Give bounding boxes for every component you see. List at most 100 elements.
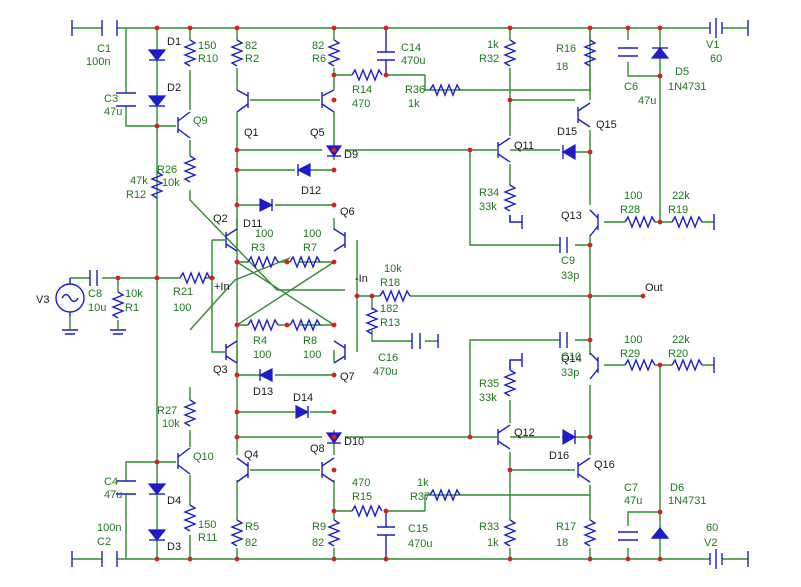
R20-symbol <box>671 358 703 372</box>
label-R15-value: 470 <box>352 477 370 489</box>
D11-symbol <box>259 198 274 212</box>
label-R34: R34 <box>479 187 499 199</box>
R13-symbol <box>365 307 379 335</box>
label-Q10: Q10 <box>193 451 214 463</box>
label-D15: D15 <box>557 126 577 138</box>
R21-symbol <box>179 271 211 285</box>
label-Q11: Q11 <box>514 140 534 152</box>
label-R15: R15 <box>352 491 372 503</box>
R32-symbol <box>503 39 517 67</box>
label-C6: C6 <box>624 81 638 93</box>
D4-symbol <box>147 483 167 495</box>
label-C14-value: 470u <box>401 55 425 67</box>
label-C15: C15 <box>408 523 428 535</box>
label-R36-value: 1k <box>408 98 420 110</box>
label-R10: R10 <box>198 53 218 65</box>
label-R19: R19 <box>668 204 688 216</box>
label-V2-value: 60 <box>706 522 718 534</box>
label-R27-value: 10k <box>162 418 180 430</box>
label-Q16: Q16 <box>594 459 615 471</box>
D6-symbol <box>650 527 670 539</box>
label-R20: R20 <box>668 348 688 360</box>
rail-ground-ticks <box>71 20 749 567</box>
label-R16-value: 18 <box>556 61 568 73</box>
R9-symbol <box>327 519 341 547</box>
label-C3-value: 47u <box>104 106 122 118</box>
label-R7-value: 100 <box>303 228 321 240</box>
label-C8: C8 <box>88 288 102 300</box>
label-C2-value: 100n <box>97 522 121 534</box>
label-R10-value: 150 <box>198 40 216 52</box>
R14-symbol <box>351 68 383 82</box>
Q13-symbol <box>589 209 599 237</box>
Q9-symbol <box>177 111 191 139</box>
label-D16: D16 <box>549 450 569 462</box>
label-R28-value: 100 <box>624 190 642 202</box>
label-R26: R26 <box>157 164 177 176</box>
label-D3: D3 <box>167 541 181 553</box>
R15-symbol <box>351 504 383 518</box>
label-R4-value: 100 <box>253 349 271 361</box>
label-in-plus: +In <box>214 281 230 293</box>
C10-symbol <box>559 332 568 348</box>
D1-symbol <box>147 49 167 61</box>
D15-symbol <box>561 143 576 161</box>
R36-symbol <box>429 83 461 97</box>
label-R34-value: 33k <box>479 201 497 213</box>
label-C3: C3 <box>104 93 118 105</box>
label-R6: R6 <box>312 53 326 65</box>
C9-symbol <box>559 237 568 253</box>
label-C16-value: 470u <box>373 366 397 378</box>
label-R8-value: 100 <box>303 349 321 361</box>
label-R19-value: 22k <box>672 190 690 202</box>
label-D2: D2 <box>167 82 181 94</box>
R27-symbol <box>183 399 197 427</box>
R10-symbol <box>183 39 197 67</box>
label-V1-value: 60 <box>710 53 722 65</box>
label-D11: D11 <box>243 218 262 230</box>
label-D14: D14 <box>293 392 313 404</box>
label-R33: R33 <box>479 521 499 533</box>
label-R14-value: 470 <box>352 98 370 110</box>
D14-symbol <box>295 405 310 419</box>
label-C4: C4 <box>104 476 118 488</box>
label-C2: C2 <box>97 536 111 548</box>
C16-symbol <box>411 333 439 349</box>
label-C14: C14 <box>401 42 421 54</box>
R33-symbol <box>503 519 517 547</box>
label-C10-value: 33p <box>561 367 579 379</box>
label-R32-value: 1k <box>487 39 499 51</box>
label-V2: V2 <box>704 537 717 549</box>
R5-symbol <box>230 519 244 547</box>
label-R29-value: 100 <box>624 334 642 346</box>
Q11-symbol <box>497 137 511 163</box>
R3-symbol <box>247 255 279 269</box>
label-Q6: Q6 <box>340 206 355 218</box>
label-R29: R29 <box>620 348 640 360</box>
label-R18: R18 <box>380 277 400 289</box>
label-C9-value: 33p <box>561 270 579 282</box>
label-Q8: Q8 <box>310 443 325 455</box>
label-R35-value: 33k <box>479 392 497 404</box>
R34-symbol <box>503 184 517 212</box>
Q7-symbol <box>333 340 346 364</box>
label-C9: C9 <box>561 255 575 267</box>
C2-symbol <box>101 551 118 567</box>
Q5-symbol <box>321 89 335 113</box>
R1-symbol <box>111 291 125 319</box>
label-Q12: Q12 <box>514 427 535 439</box>
D5-symbol <box>650 47 670 59</box>
V1-symbol <box>709 18 723 38</box>
label-R8: R8 <box>303 335 317 347</box>
junction-dots <box>115 25 663 562</box>
Q2-symbol <box>225 228 238 252</box>
label-V3: V3 <box>36 294 49 306</box>
label-R18-value: 10k <box>384 263 402 275</box>
D13-symbol <box>258 368 273 382</box>
Q15-symbol <box>577 102 591 128</box>
label-R21-value: 100 <box>173 302 191 314</box>
label-R32: R32 <box>479 53 499 65</box>
label-Q4: Q4 <box>244 449 259 461</box>
label-Q13: Q13 <box>561 210 582 222</box>
label-R37-value: 1k <box>417 477 429 489</box>
